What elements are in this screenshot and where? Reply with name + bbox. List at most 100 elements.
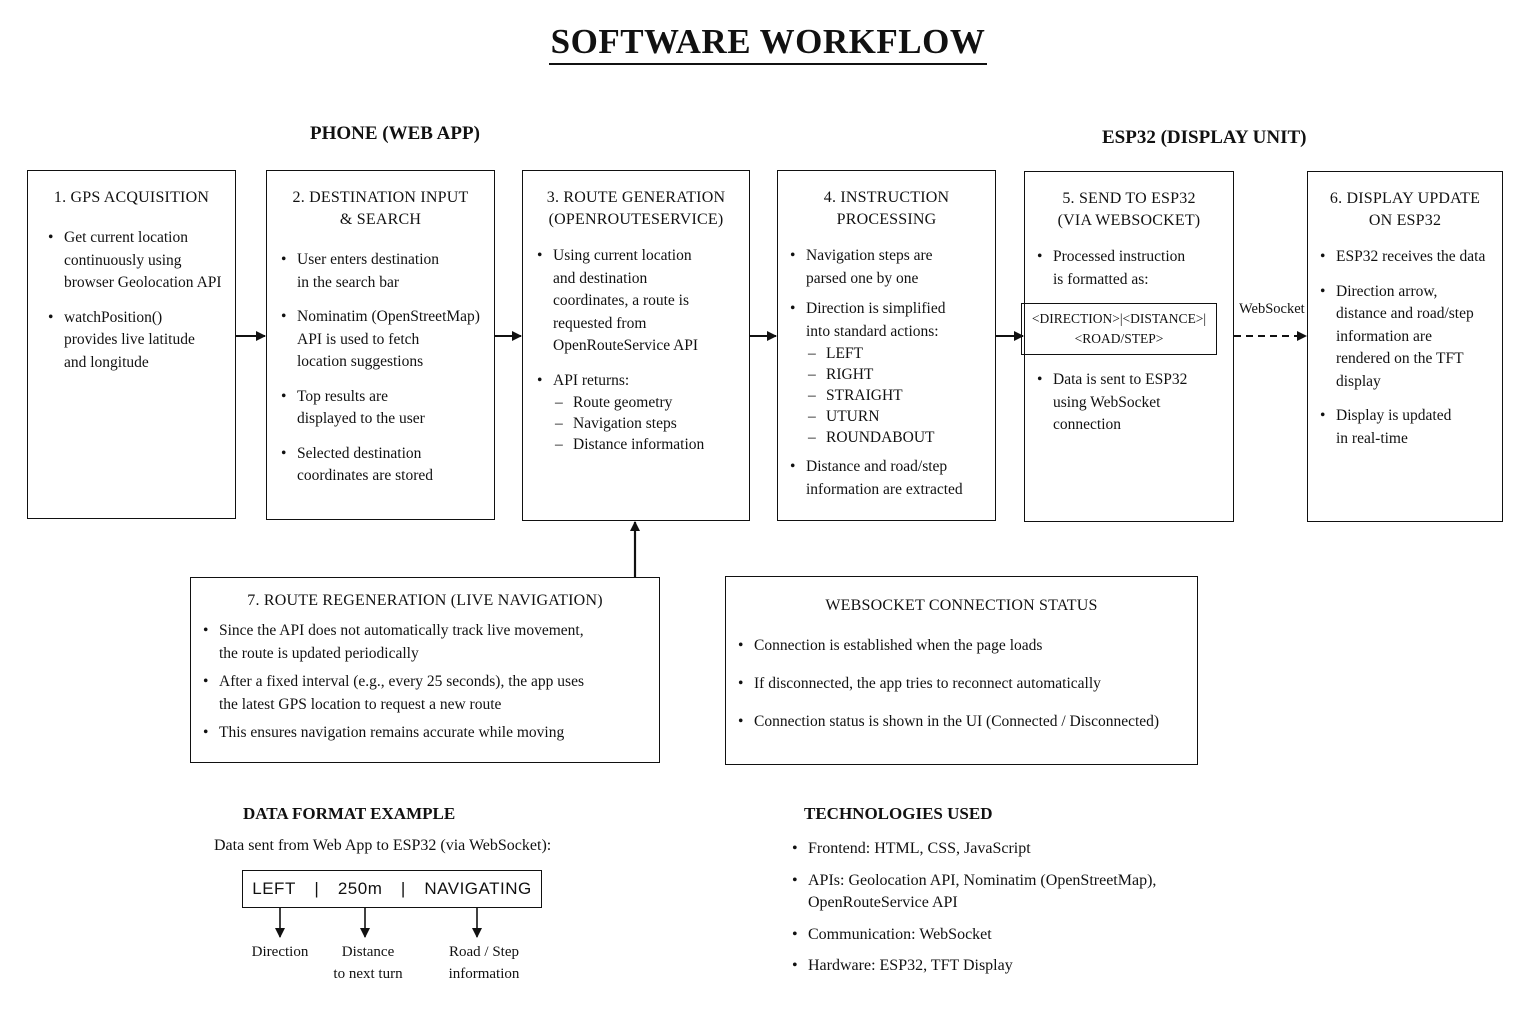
websocket-status-title: WEBSOCKET CONNECTION STATUS (825, 597, 1098, 614)
technology-item: APIs: Geolocation API, Nominatim (OpenSt… (786, 870, 1206, 915)
step-title-display-update: 6. DISPLAY UPDATE ON ESP32 (1308, 188, 1502, 232)
bullet-line: parsed one by one (806, 269, 919, 287)
data-format-example-box: LEFT|250m|NAVIGATING (242, 870, 542, 908)
websocket-status-bullets: Connection is established when the page … (732, 635, 1189, 734)
page-title: SOFTWARE WORKFLOW (0, 22, 1536, 65)
bullet-item: API returns:Route geometryNavigation ste… (531, 370, 743, 456)
sub-item: RIGHT (806, 364, 989, 385)
field-separator: | (314, 879, 320, 898)
step-box-route-generation: 3. ROUTE GENERATION (OPENROUTESERVICE) Usi… (522, 170, 750, 521)
bullet-line: displayed to the user (297, 410, 425, 427)
step-title-destination-input: 2. DESTINATION INPUT & SEARCH (267, 187, 494, 231)
bullet-line: requested from (553, 314, 647, 332)
step-title-line: & SEARCH (339, 211, 422, 228)
bullet-line: in real-time (1336, 429, 1408, 447)
bullet-item: Direction arrow, distance and road/step in… (1314, 281, 1498, 394)
bullet-line: in the search bar (297, 273, 399, 291)
route-regeneration-box: 7. ROUTE REGENERATION (LIVE NAVIGATION)S… (190, 577, 660, 763)
sub-list: Route geometryNavigation stepsDistance i… (553, 392, 743, 455)
field-label-line: information (448, 966, 520, 982)
sub-item: Navigation steps (553, 413, 743, 434)
step-title-line: (OPENROUTESERVICE) (548, 211, 724, 228)
step-box-instruction-processing: 4. INSTRUCTIONPROCESSINGNavigation steps… (777, 170, 996, 521)
step-bullets-destination-input: User enters destination in the search bar… (275, 249, 488, 488)
technology-item: Frontend: HTML, CSS, JavaScript (786, 838, 1206, 861)
regeneration-title: 7. ROUTE REGENERATION (LIVE NAVIGATION) (247, 592, 603, 609)
step-title-line: 4. INSTRUCTION (823, 189, 950, 206)
bullet-line: rendered on the TFT (1336, 350, 1464, 367)
sub-list: LEFTRIGHTSTRAIGHTUTURNROUNDABOUT (806, 343, 989, 448)
step-box-destination-input: 2. DESTINATION INPUT & SEARCH User enters … (266, 170, 495, 520)
technologies-heading: TECHNOLOGIES USED (804, 804, 993, 823)
bullet-item: Display is updated in real-time (1314, 405, 1498, 450)
bullet-line: OpenRouteService API (553, 337, 699, 354)
technology-line: Communication: WebSocket (808, 925, 992, 943)
bullet-item: Top results are displayed to the user (275, 386, 488, 431)
bullet-item: Processed instruction is formatted as: (1031, 246, 1227, 291)
bullet-line: Get current location (64, 229, 188, 246)
websocket-status-box: WEBSOCKET CONNECTION STATUS Connection is… (725, 576, 1198, 765)
bullet-line: information are (1336, 327, 1432, 345)
bullet-line: the latest GPS location to request a new… (219, 695, 502, 713)
bullet-line: Top results are (297, 387, 389, 405)
step-bullets-send-to-esp32: Processed instruction is formatted as: <DI… (1021, 246, 1227, 437)
technologies-list: Frontend: HTML, CSS, JavaScriptAPIs: Geo… (786, 838, 1206, 987)
websocket-status-bullet: Connection status is shown in the UI (Co… (732, 711, 1189, 734)
bullet-line: After a fixed interval (e.g., every 25 s… (219, 673, 584, 690)
bullet-line: This ensures navigation remains accurate… (219, 724, 565, 741)
step-box-gps-acquisition: 1. GPS ACQUISITION Get current location co… (27, 170, 236, 519)
format-template-box: <DIRECTION>|<DISTANCE>|<ROAD/STEP> (1021, 303, 1217, 355)
technology-line: OpenRouteService API (808, 894, 958, 911)
bullet-item: watchPosition()provides live latitudeand… (42, 307, 229, 375)
bullet-item: Navigation steps are parsed one by one (784, 245, 989, 290)
websocket-link-label: WebSocket (1239, 301, 1305, 317)
step-title-route-generation: 3. ROUTE GENERATION (OPENROUTESERVICE) (523, 187, 749, 231)
bullet-line: Selected destination (297, 444, 422, 462)
step-bullets-instruction-processing: Navigation steps are parsed one by oneDir… (784, 245, 989, 501)
regeneration-bullet: After a fixed interval (e.g., every 25 s… (197, 671, 651, 716)
step-title-gps-acquisition: 1. GPS ACQUISITION (28, 187, 235, 209)
bullet-line: continuously using (64, 251, 182, 269)
bullet-line: coordinates are stored (297, 467, 433, 484)
sub-item: UTURN (806, 406, 989, 427)
bullet-line: using WebSocket (1053, 393, 1161, 411)
bullet-line: provides live latitude (64, 331, 195, 348)
bullet-line: Navigation steps are (806, 247, 933, 264)
bullet-line: API is used to fetch (297, 330, 420, 348)
bullet-line: Processed instruction (1053, 248, 1186, 265)
bullet-line: and longitude (64, 353, 149, 371)
step-box-display-update: 6. DISPLAY UPDATE ON ESP32ESP32 receives … (1307, 171, 1503, 522)
field-label-line: Road / Step (449, 944, 519, 960)
bullet-line: is formatted as: (1053, 270, 1149, 288)
sub-item: ROUNDABOUT (806, 427, 989, 448)
step-title-line: 2. DESTINATION INPUT (292, 189, 469, 206)
step-title-line: 6. DISPLAY UPDATE (1329, 190, 1481, 207)
bullet-line: User enters destination (297, 251, 440, 268)
step-title-send-to-esp32: 5. SEND TO ESP32(VIA WEBSOCKET) (1025, 188, 1233, 232)
format-field: LEFT (252, 879, 296, 898)
bullet-line: distance and road/step (1336, 305, 1474, 322)
format-template-line: <DIRECTION>|<DISTANCE>| (1031, 311, 1207, 326)
section-label-phone: PHONE (WEB APP) (310, 123, 480, 144)
bullet-line: information are extracted (806, 480, 963, 498)
field-label-line: to next turn (333, 966, 403, 982)
step-title-line: ON ESP32 (1368, 212, 1442, 229)
bullet-line: Display is updated (1336, 407, 1452, 424)
technology-item: Communication: WebSocket (786, 924, 1206, 947)
bullet-line: Using current location (553, 247, 692, 264)
step-title-line: 3. ROUTE GENERATION (546, 189, 726, 206)
websocket-status-bullet: If disconnected, the app tries to reconn… (732, 673, 1189, 696)
technology-item: Hardware: ESP32, TFT Display (786, 955, 1206, 978)
bullet-line: Direction arrow, (1336, 282, 1438, 300)
bullet-line: ESP32 receives the data (1336, 248, 1486, 265)
bullet-item: Selected destination coordinates are stor… (275, 443, 488, 488)
sub-item: STRAIGHT (806, 385, 989, 406)
step-title-line: (VIA WEBSOCKET) (1057, 212, 1201, 229)
